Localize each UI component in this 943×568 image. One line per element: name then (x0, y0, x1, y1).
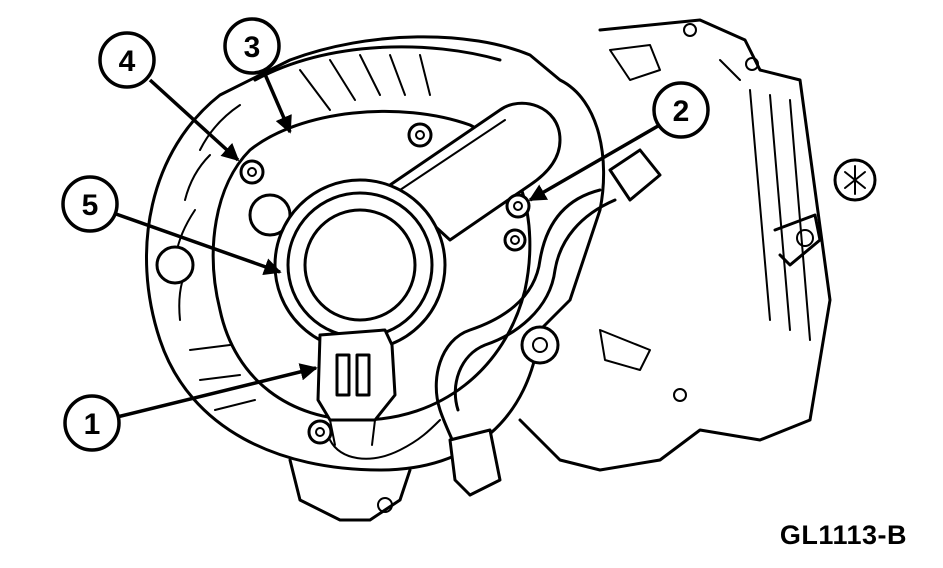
bottom-mounting-ear (288, 458, 412, 522)
leader-lines (115, 71, 659, 419)
callout-1: 1 (63, 394, 121, 452)
leader-2 (528, 124, 659, 202)
leader-3 (262, 71, 292, 134)
leader-5 (115, 212, 282, 275)
callout-5: 5 (61, 175, 119, 233)
callout-2-label: 2 (673, 95, 690, 128)
callout-3: 3 (223, 17, 281, 75)
callout-5-label: 5 (82, 189, 99, 222)
engine-block (518, 18, 832, 472)
callout-4-label: 4 (119, 45, 136, 78)
callout-3-label: 3 (244, 31, 261, 64)
brush-holder-arm (248, 101, 562, 242)
callout-1-label: 1 (84, 408, 101, 441)
figure-code: GL1113-B (779, 520, 907, 550)
connector-plug (316, 328, 397, 446)
callout-4: 4 (98, 31, 156, 89)
slip-ring-bearing (273, 178, 447, 352)
callout-2: 2 (652, 81, 710, 139)
bolt-far-right (773, 158, 877, 267)
leader-1 (116, 363, 318, 419)
mounting-bolts (155, 122, 560, 445)
leader-4 (148, 78, 240, 162)
wiring-harness (329, 148, 662, 497)
